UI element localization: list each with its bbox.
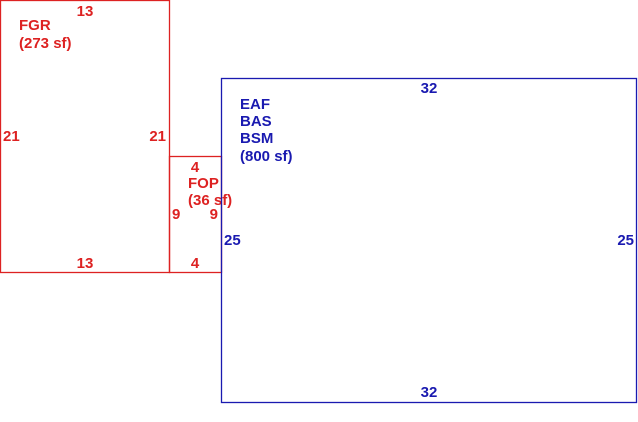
garage-dim-right: 21 [149, 128, 166, 145]
garage-area: FGR (273 sf) 13 13 21 21 [0, 0, 171, 274]
porch-dim-right: 9 [210, 206, 218, 223]
living-dim-bottom: 32 [421, 384, 438, 401]
living-area-sf: (800 sf) [240, 148, 293, 165]
porch-area: 4 4 9 9 FOP (36 sf) [168, 155, 232, 274]
porch-dim-left: 9 [172, 206, 180, 223]
porch-area-sf: (36 sf) [188, 192, 232, 209]
living-code-bsm: BSM [240, 130, 273, 147]
porch-dim-bottom: 4 [191, 255, 200, 272]
living-dim-left: 25 [224, 232, 241, 249]
porch-dim-top: 4 [191, 159, 200, 176]
garage-area-sf: (273 sf) [19, 35, 72, 52]
living-dim-right: 25 [617, 232, 634, 249]
porch-name: FOP [188, 175, 219, 192]
garage-dim-top: 13 [77, 3, 94, 20]
living-dim-top: 32 [421, 80, 438, 97]
living-code-eaf: EAF [240, 96, 270, 113]
living-code-bas: BAS [240, 113, 272, 130]
garage-dim-bottom: 13 [77, 255, 94, 272]
living-outline [220, 77, 638, 404]
living-area: EAF BAS BSM (800 sf) 32 32 25 25 [220, 77, 638, 404]
garage-name: FGR [19, 17, 51, 34]
garage-outline [0, 0, 171, 274]
garage-dim-left: 21 [3, 128, 20, 145]
